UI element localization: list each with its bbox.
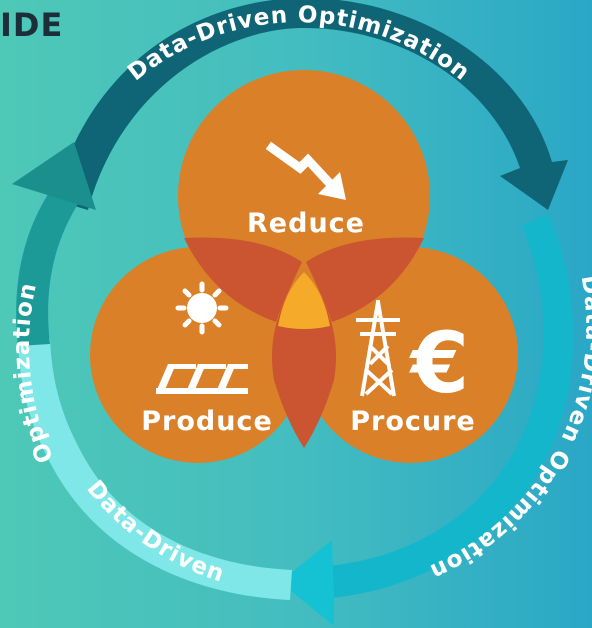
arc-bottom-segment	[18, 338, 292, 600]
venn-diagram	[90, 70, 518, 463]
cycle-arrows	[12, 0, 574, 626]
overlap-reduce-procure	[306, 237, 424, 322]
arc-right-segment	[328, 214, 574, 598]
produce-label: Produce	[141, 406, 273, 437]
trend-down-arrow-icon	[265, 141, 346, 200]
arc-left-segment	[16, 188, 78, 346]
arrow-bottom-head	[280, 540, 334, 626]
overlap-center	[278, 272, 330, 329]
reduce-label: Reduce	[247, 208, 365, 239]
power-pylon-euro-icon: €	[356, 300, 469, 412]
overlap-reduce-produce	[184, 237, 302, 322]
page-title-fragment: IDE	[0, 6, 64, 44]
arrow-left-head	[12, 142, 96, 210]
procure-label: Procure	[350, 406, 476, 437]
arc-top-segment	[54, 0, 568, 210]
svg-text:€: €	[409, 314, 469, 412]
sun-solar-panel-icon	[156, 281, 248, 394]
